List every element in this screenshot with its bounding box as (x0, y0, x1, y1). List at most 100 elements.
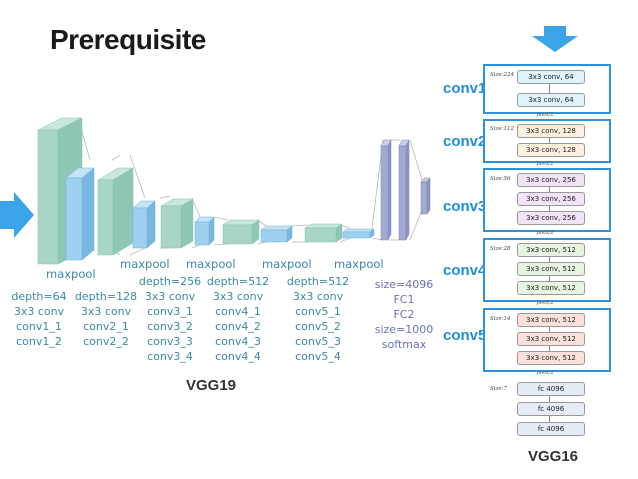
vgg19-pool3 (194, 216, 215, 246)
svg-text:3x3 conv: 3x3 conv (81, 305, 132, 318)
svg-text:conv4_4: conv4_4 (215, 350, 261, 363)
layer-box: 3x3 conv, 512 (517, 332, 585, 346)
svg-text:conv1_1: conv1_1 (16, 320, 62, 333)
vgg16-caption: VGG16 (528, 448, 579, 465)
pool-label: pool/2 (536, 230, 554, 236)
svg-text:FC2: FC2 (393, 308, 414, 321)
arrow-down-icon (549, 346, 550, 351)
vgg19-block1 (37, 117, 95, 265)
svg-text:size=4096: size=4096 (375, 278, 434, 291)
svg-text:conv1_2: conv1_2 (16, 335, 62, 348)
block1-labels: depth=64 3x3 conv conv1_1 conv1_2 (11, 290, 66, 348)
svg-text:3x3 conv: 3x3 conv (14, 305, 65, 318)
vgg16-group-5: Size:14 3x3 conv, 512 3x3 conv, 512 3x3 … (483, 308, 611, 372)
conv5-label: conv5 (443, 327, 487, 344)
maxpool-label-4: maxpool (262, 257, 312, 271)
svg-text:depth=128: depth=128 (75, 290, 137, 303)
layer-box: 3x3 conv, 512 (517, 281, 585, 295)
svg-text:conv3_2: conv3_2 (147, 320, 193, 333)
maxpool-label-2: maxpool (120, 257, 170, 271)
fc-size-label: Size:7 (490, 386, 508, 392)
svg-text:conv3_1: conv3_1 (147, 305, 193, 318)
fc-labels: size=4096 FC1 FC2 size=1000 softmax (375, 278, 434, 351)
fc-box: fc 4096 (517, 422, 585, 436)
layer-box: 3x3 conv, 128 (517, 143, 585, 157)
block3-labels: depth=256 3x3 conv conv3_1 conv3_2 conv3… (139, 275, 201, 363)
maxpool-label-3: maxpool (186, 257, 236, 271)
page-title: Prerequisite (50, 24, 206, 55)
conv1-label: conv1 (443, 80, 487, 97)
vgg19-block2 (97, 167, 134, 256)
conv2-label: conv2 (443, 133, 487, 150)
arrow-down-icon (549, 396, 550, 402)
vgg19-fc-layers (380, 139, 431, 241)
arrow-down-icon (549, 276, 550, 281)
svg-text:conv5_2: conv5_2 (295, 320, 341, 333)
layer-box: 3x3 conv, 64 (517, 93, 585, 107)
arrow-down-icon (549, 257, 550, 262)
maxpool-label-1: maxpool (46, 267, 96, 281)
vgg19-pool2 (132, 200, 156, 249)
svg-text:softmax: softmax (382, 338, 427, 351)
svg-text:conv3_4: conv3_4 (147, 350, 193, 363)
pool-label: pool/2 (536, 370, 554, 376)
conv3-label: conv3 (443, 198, 487, 215)
layer-box: 3x3 conv, 512 (517, 313, 585, 327)
arrow-down-icon (549, 206, 550, 211)
block5-labels: depth=512 3x3 conv conv5_1 conv5_2 conv5… (287, 275, 349, 363)
block4-labels: depth=512 3x3 conv conv4_1 conv4_2 conv4… (207, 275, 269, 363)
svg-text:depth=512: depth=512 (207, 275, 269, 288)
vgg19-block5 (304, 223, 343, 243)
svg-text:depth=64: depth=64 (11, 290, 66, 303)
svg-text:conv5_4: conv5_4 (295, 350, 341, 363)
vgg19-block3 (160, 198, 194, 249)
vgg19-caption: VGG19 (186, 377, 237, 394)
svg-text:conv3_3: conv3_3 (147, 335, 193, 348)
fc-box: fc 4096 (517, 402, 585, 416)
svg-text:conv5_1: conv5_1 (295, 305, 341, 318)
svg-text:conv4_3: conv4_3 (215, 335, 261, 348)
vgg19-pool5 (342, 228, 375, 239)
svg-text:3x3 conv: 3x3 conv (293, 290, 344, 303)
fc-box: fc 4096 (517, 382, 585, 396)
svg-text:conv2_2: conv2_2 (83, 335, 129, 348)
layer-box: 3x3 conv, 64 (517, 70, 585, 84)
svg-text:depth=512: depth=512 (287, 275, 349, 288)
block2-labels: depth=128 3x3 conv conv2_1 conv2_2 (75, 290, 137, 348)
svg-text:3x3 conv: 3x3 conv (145, 290, 196, 303)
vgg16-group-2: Size:112 3x3 conv, 128 3x3 conv, 128 (483, 119, 611, 163)
svg-text:size=1000: size=1000 (375, 323, 434, 336)
vgg19-pool4 (260, 225, 293, 243)
vgg16-group-3: Size:56 3x3 conv, 256 3x3 conv, 256 3x3 … (483, 168, 611, 232)
layer-box: 3x3 conv, 256 (517, 211, 585, 225)
maxpool-label-5: maxpool (334, 257, 384, 271)
vgg16-input-arrow-icon (532, 26, 578, 52)
pool-label: pool/2 (536, 112, 554, 118)
pool-label: pool/2 (536, 300, 554, 306)
layer-box: 3x3 conv, 128 (517, 124, 585, 138)
svg-text:FC1: FC1 (393, 293, 414, 306)
layer-box: 3x3 conv, 512 (517, 262, 585, 276)
arrow-down-icon (549, 416, 550, 422)
layer-box: 3x3 conv, 256 (517, 173, 585, 187)
vgg16-group-4: Size:28 3x3 conv, 512 3x3 conv, 512 3x3 … (483, 238, 611, 302)
svg-text:3x3 conv: 3x3 conv (213, 290, 264, 303)
conv4-label: conv4 (443, 262, 487, 279)
layer-box: 3x3 conv, 256 (517, 192, 585, 206)
input-arrow-icon (0, 192, 34, 238)
svg-text:conv2_1: conv2_1 (83, 320, 129, 333)
pool-label: pool/2 (536, 161, 554, 167)
svg-text:conv5_3: conv5_3 (295, 335, 341, 348)
arrow-down-icon (549, 84, 550, 93)
svg-text:depth=256: depth=256 (139, 275, 201, 288)
vgg16-group-1: Size:224 3x3 conv, 64 3x3 conv, 64 (483, 64, 611, 114)
arrow-down-icon (549, 187, 550, 192)
svg-text:conv4_2: conv4_2 (215, 320, 261, 333)
arrow-down-icon (549, 327, 550, 332)
arrow-down-icon (549, 138, 550, 143)
layer-box: 3x3 conv, 512 (517, 243, 585, 257)
vgg19-block4 (222, 219, 260, 245)
svg-text:conv4_1: conv4_1 (215, 305, 261, 318)
vgg19-diagram: maxpool maxpool maxpool maxpool maxpool … (0, 116, 434, 363)
layer-box: 3x3 conv, 512 (517, 351, 585, 365)
